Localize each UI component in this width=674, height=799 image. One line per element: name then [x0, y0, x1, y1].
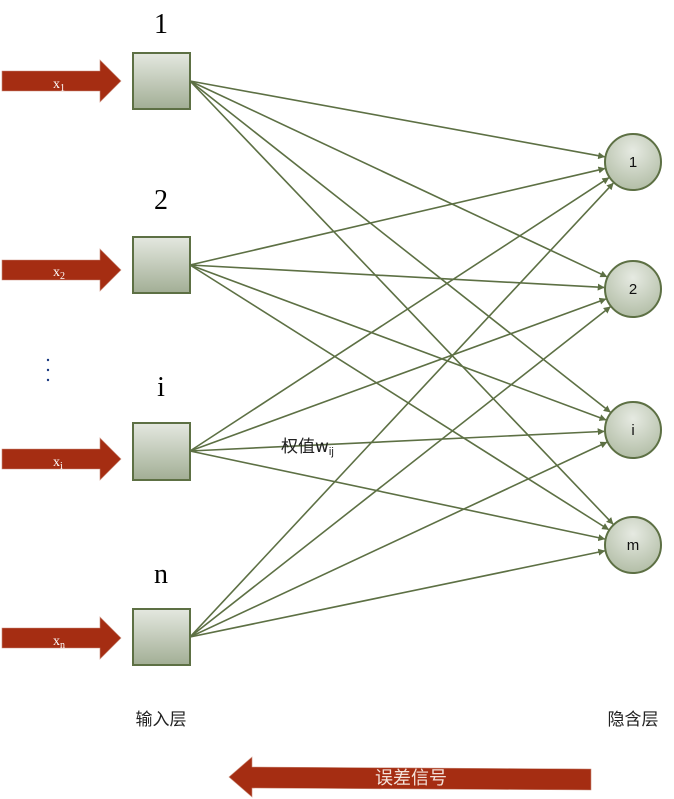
- input-x-sub: 1: [60, 83, 65, 94]
- edge-n-to-1: [189, 182, 614, 638]
- input-node-n: n: [132, 559, 191, 666]
- hidden-node-label: 2: [629, 281, 637, 298]
- edge-2-to-1: [189, 166, 606, 266]
- input-x-base: x: [53, 634, 60, 649]
- hidden-layer-label: 隐含层: [608, 710, 659, 730]
- error-signal-label: 误差信号: [375, 768, 447, 789]
- input-x-base: x: [53, 77, 60, 92]
- edge-2-to-m: [189, 264, 610, 531]
- hidden-node-label: i: [631, 422, 634, 439]
- svg-text:x2: x2: [53, 265, 65, 282]
- input-x-base: x: [53, 265, 60, 280]
- edge-1-to-m: [189, 80, 614, 525]
- svg-text:x1: x1: [53, 77, 65, 94]
- edge-n-to-i: [189, 441, 608, 638]
- hidden-node-label: 1: [629, 154, 637, 171]
- weight-edges: [189, 80, 614, 638]
- hidden-node-i: i: [604, 401, 662, 459]
- input-arrow-i: xi: [1, 437, 122, 481]
- hidden-node-1: 1: [604, 133, 662, 191]
- input-arrow-n: xn: [1, 616, 122, 660]
- input-node-1: 1: [132, 9, 191, 110]
- edge-1-to-1: [189, 80, 606, 160]
- edge-2-to-2: [189, 264, 605, 291]
- input-node-label: n: [154, 559, 168, 590]
- hidden-node-m: m: [604, 516, 662, 574]
- edge-i-to-i: [189, 428, 605, 452]
- input-arrow-1: x1: [1, 59, 122, 103]
- input-node-i: i: [132, 372, 191, 481]
- hidden-layer-nodes: 1 2 i m: [604, 133, 662, 574]
- input-node-label: 2: [154, 185, 168, 216]
- input-node-label: 1: [154, 9, 168, 40]
- input-node-label: i: [157, 372, 165, 403]
- weight-label: 权值wij: [281, 437, 334, 458]
- edge-1-to-i: [189, 80, 611, 413]
- edge-2-to-i: [189, 264, 607, 421]
- edge-i-to-m: [189, 450, 606, 542]
- edge-i-to-2: [189, 297, 607, 452]
- edge-1-to-2: [189, 80, 608, 278]
- input-x-sub: i: [60, 461, 63, 472]
- input-layer-label: 输入层: [136, 710, 187, 730]
- input-node-2: 2: [132, 185, 191, 294]
- input-x-base: x: [53, 455, 60, 470]
- svg-text:xi: xi: [53, 455, 63, 472]
- edge-n-to-2: [189, 306, 611, 638]
- hidden-node-2: 2: [604, 260, 662, 318]
- svg-text:xn: xn: [53, 634, 65, 651]
- input-layer-nodes: 1 2 i n: [132, 9, 191, 666]
- hidden-node-label: m: [627, 537, 640, 554]
- ellipsis-dots: [46, 358, 50, 382]
- input-arrow-2: x2: [1, 248, 122, 292]
- error-signal-arrow: 误差信号: [228, 756, 592, 798]
- input-x-sub: n: [60, 640, 65, 651]
- input-arrows: x1 x2 xi xn: [1, 59, 122, 660]
- edge-n-to-m: [189, 548, 606, 638]
- edge-i-to-1: [189, 177, 610, 452]
- input-x-sub: 2: [60, 271, 65, 282]
